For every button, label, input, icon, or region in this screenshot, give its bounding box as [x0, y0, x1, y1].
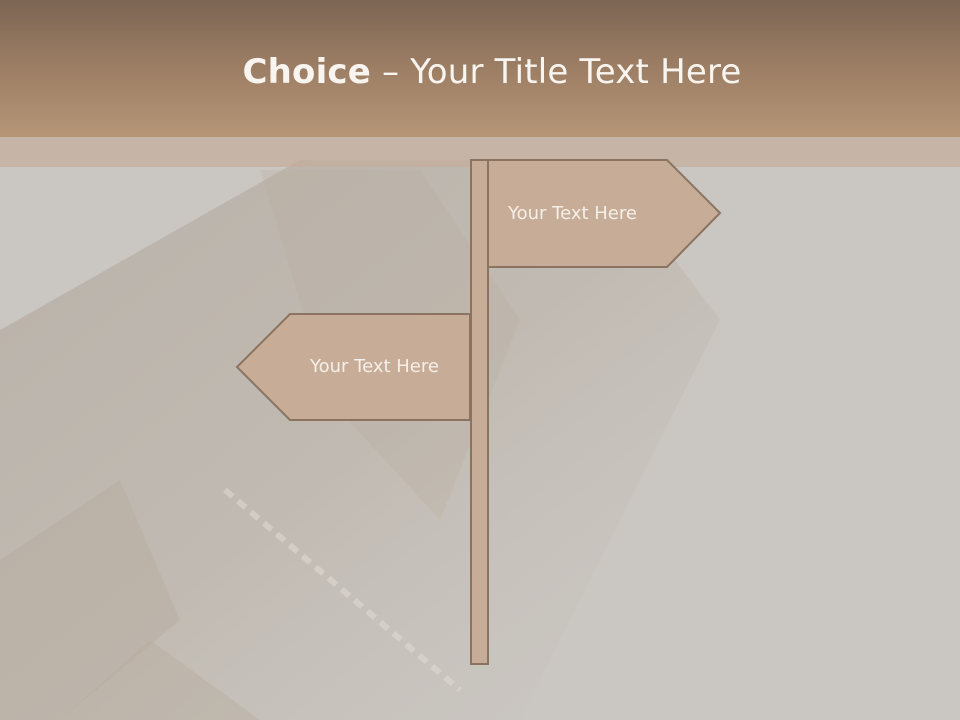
title-text: Your Title Text Here [410, 52, 742, 92]
title-bold-word: Choice [242, 52, 372, 92]
right-sign-text[interactable]: Your Text Here [508, 203, 637, 224]
signpost-pole [470, 159, 489, 665]
slide-title: Choice – Your Title Text Here [0, 52, 960, 92]
title-dash: – [371, 52, 411, 92]
right-sign[interactable] [487, 159, 722, 268]
left-sign-text[interactable]: Your Text Here [310, 356, 439, 377]
header-bar [0, 0, 960, 137]
left-sign[interactable] [235, 313, 471, 421]
